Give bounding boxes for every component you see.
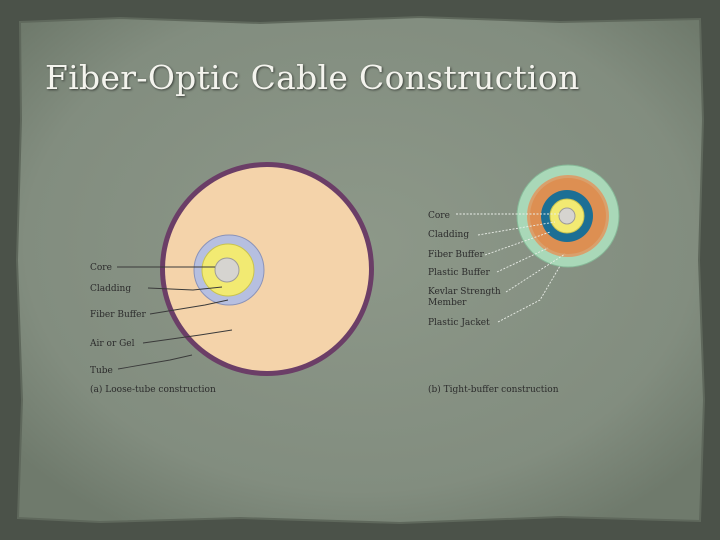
label-cladding-b: Cladding — [428, 230, 469, 240]
loose-tube-labels: Core Cladding Fiber Buffer Air or Gel Tu… — [89, 263, 216, 395]
label-plastic-jacket: Plastic Jacket — [428, 318, 490, 328]
label-tube: Tube — [90, 366, 113, 376]
loose-tube-leaders — [117, 266, 233, 370]
page-title: Fiber-Optic Cable Construction — [45, 58, 580, 97]
caption-tight-buffer: (b) Tight-buffer construction — [428, 384, 559, 395]
air-or-gel-fill — [165, 167, 369, 371]
label-air-or-gel: Air or Gel — [89, 339, 135, 349]
tight-buffer-cross-section — [516, 164, 620, 268]
label-cladding: Cladding — [90, 284, 131, 294]
core-circle-b — [558, 207, 576, 225]
tight-buffer-leaders — [456, 213, 566, 323]
tight-buffer-labels: Core Cladding Fiber Buffer Plastic Buffe… — [428, 211, 559, 395]
label-fiber-buffer: Fiber Buffer — [90, 310, 147, 320]
label-fiber-buffer-b: Fiber Buffer — [428, 250, 485, 260]
label-kevlar-strength: Kevlar Strength — [428, 287, 501, 297]
core-circle — [214, 257, 240, 283]
label-core: Core — [90, 263, 112, 273]
loose-tube-cross-section — [160, 162, 374, 376]
caption-loose-tube: (a) Loose-tube construction — [90, 384, 216, 395]
label-kevlar-member: Member — [428, 298, 467, 308]
label-core-b: Core — [428, 211, 450, 221]
label-plastic-buffer: Plastic Buffer — [428, 268, 490, 278]
